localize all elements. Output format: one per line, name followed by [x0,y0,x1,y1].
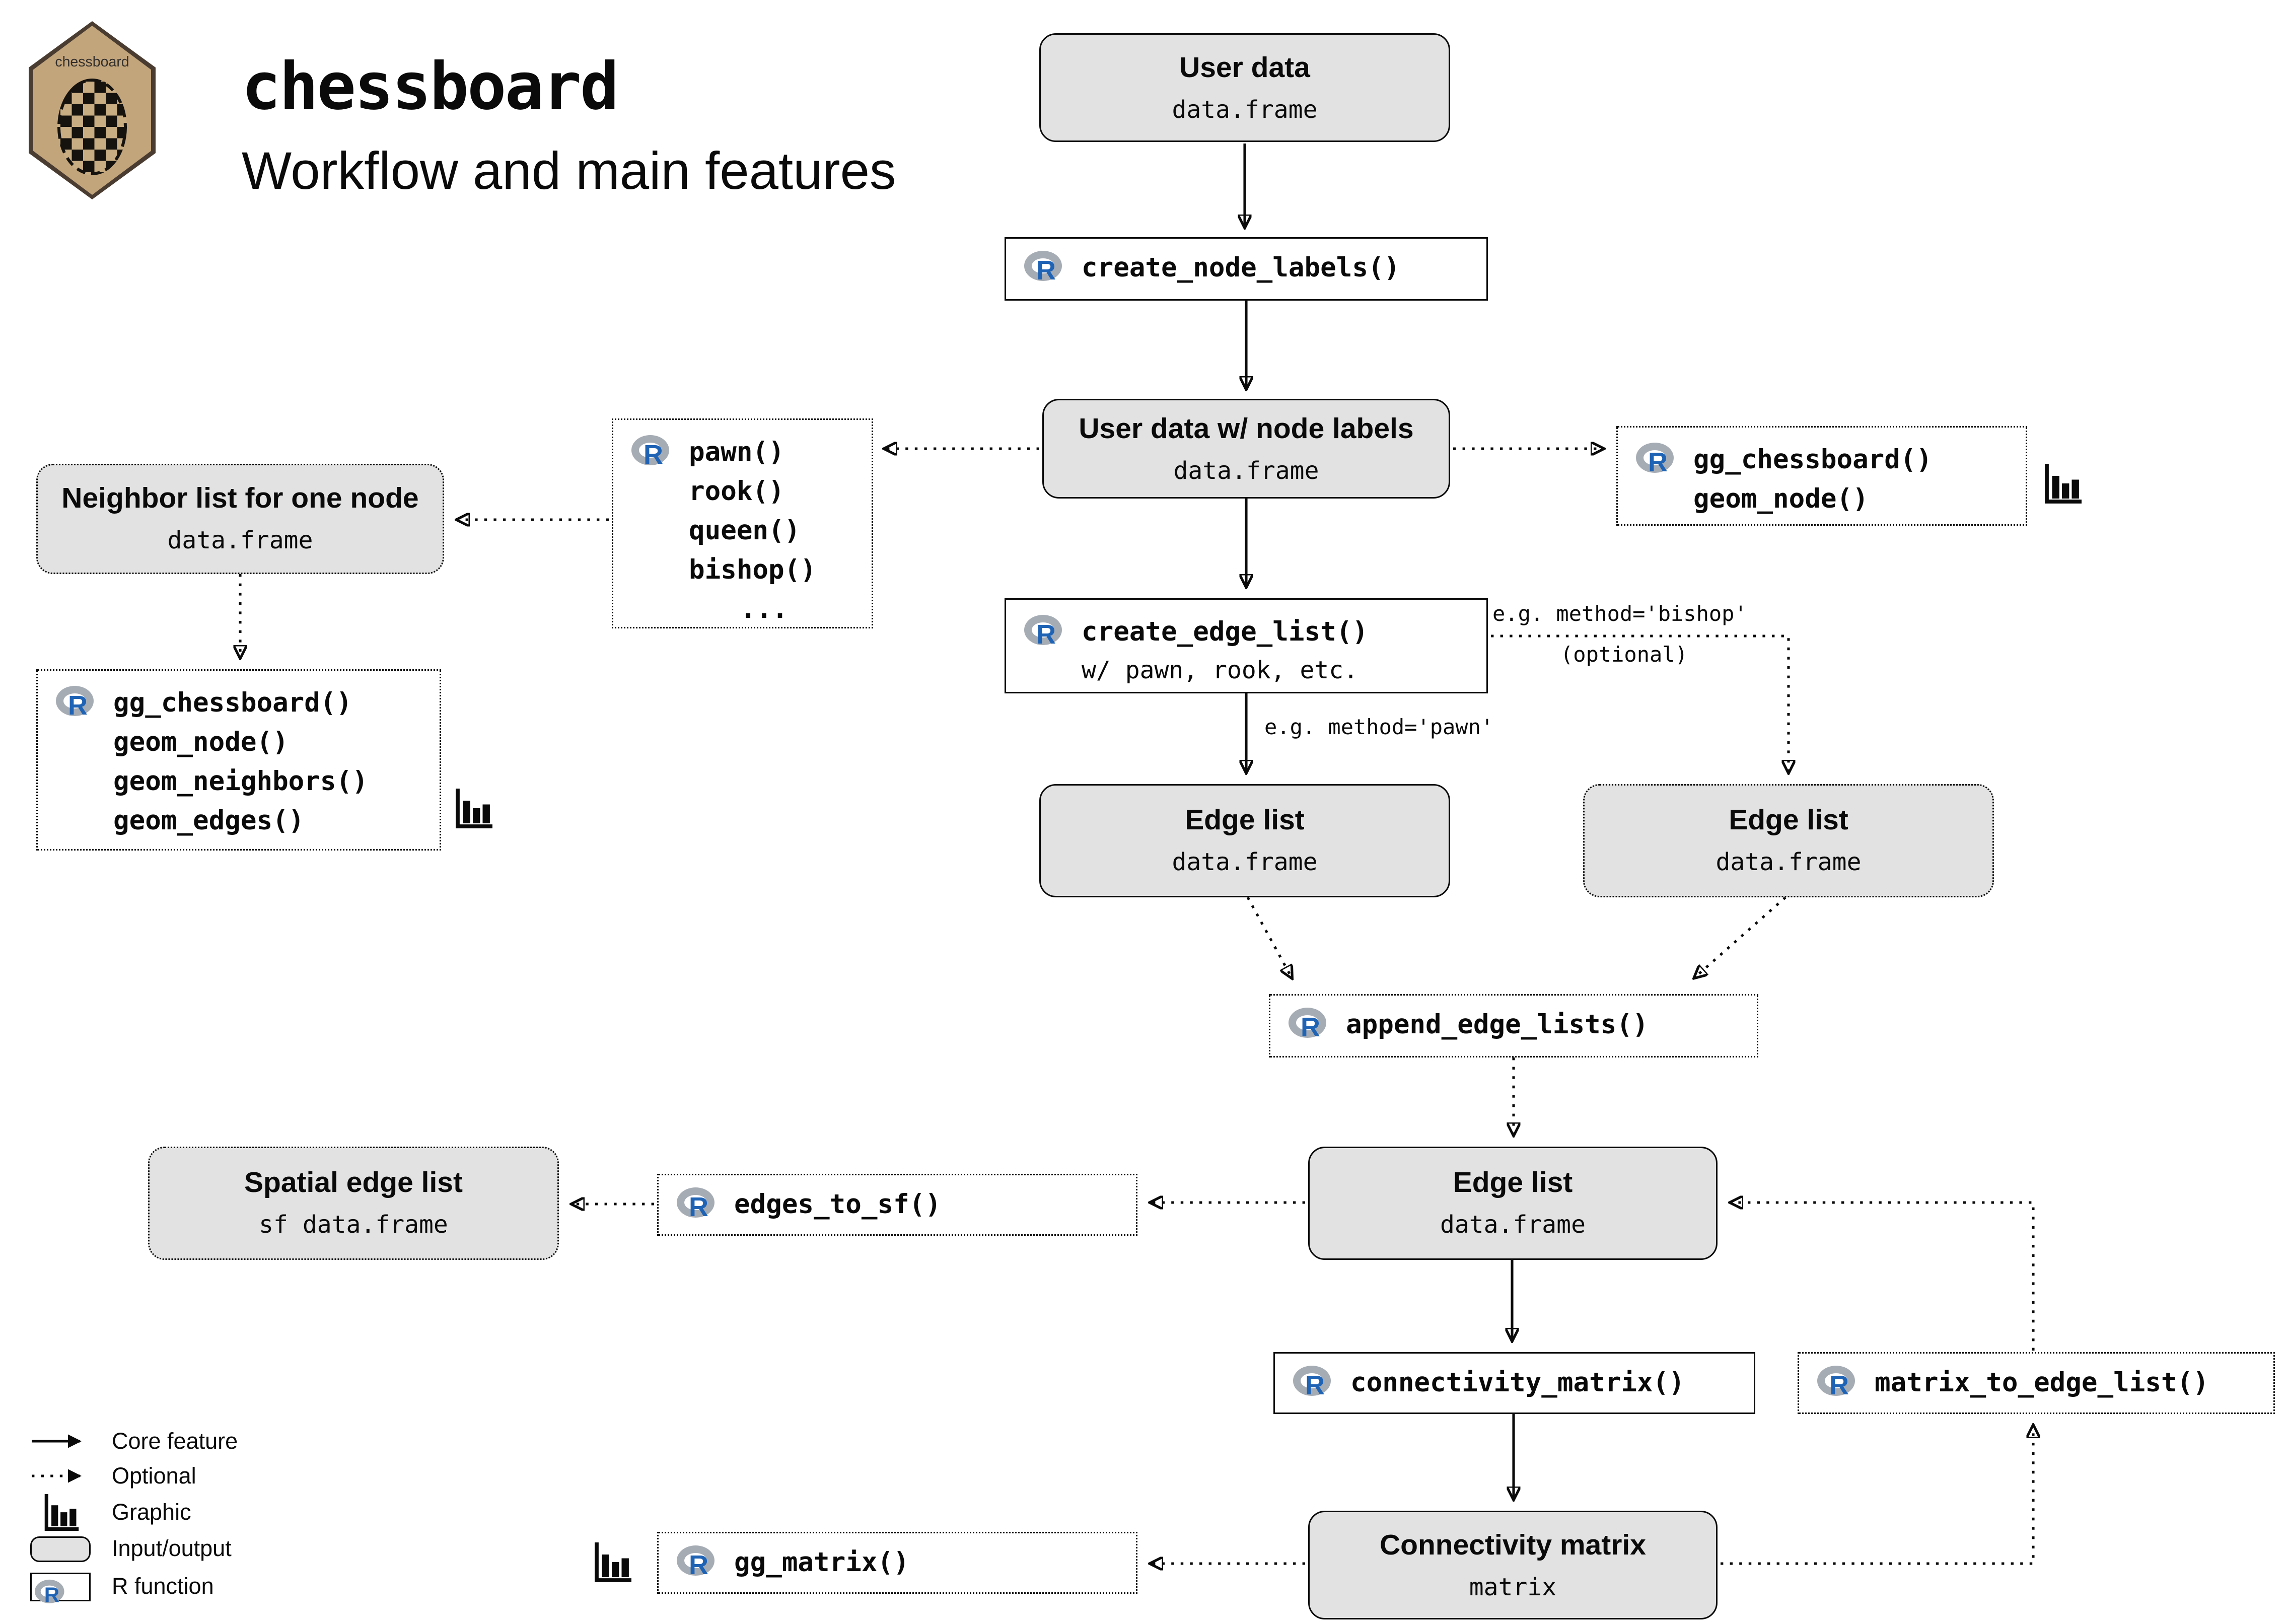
node-gg-matrix: R gg_matrix() [657,1532,1137,1594]
fn-matrix-to-edge-list-label: matrix_to_edge_list() [1875,1368,2209,1398]
node-neighbor-list-title: Neighbor list for one node [61,483,419,515]
legend-graphic-label: Graphic [112,1499,191,1525]
legend-graphic: Graphic [30,1491,191,1533]
node-edge-list: Edge list data.frame [1308,1147,1718,1260]
node-spatial-edge-list-type: sf data.frame [259,1210,448,1239]
page-title: chessboard [242,50,619,125]
r-logo-icon: R [677,1186,719,1223]
node-gg-chessboard-node: R gg_chessboard() geom_node() [1616,426,2027,526]
node-spatial-edge-list: Spatial edge list sf data.frame [148,1147,559,1260]
page-subtitle: Workflow and main features [242,142,896,201]
node-matrix-to-edge-list: R matrix_to_edge_list() [1798,1352,2275,1414]
r-logo-icon: R [1293,1365,1335,1401]
node-spatial-edge-list-title: Spatial edge list [244,1168,463,1199]
legend-input-output: Input/output [30,1535,232,1562]
input-output-swatch-icon [30,1535,91,1562]
node-edge-list-type: data.frame [1440,1210,1586,1239]
edge-label-optional: (optional) [1560,644,1688,668]
node-edge-list-bishop-title: Edge list [1729,805,1848,837]
fn-queen-label: queen() [689,517,801,547]
r-logo-icon: R [56,686,98,722]
node-user-data: User data data.frame [1039,33,1450,142]
node-user-data-type: data.frame [1172,94,1318,123]
edge-label-method-bishop: e.g. method='bishop' [1492,603,1747,627]
fn-gg-chessboard-label: gg_chessboard() [1693,446,1933,476]
r-logo-icon: R [1024,251,1066,287]
node-user-data-labeled-title: User data w/ node labels [1079,413,1414,445]
r-logo-icon: R [1024,615,1066,651]
graphic-icon [44,1493,78,1530]
fn-connectivity-matrix-label: connectivity_matrix() [1350,1368,1685,1398]
node-connectivity-matrix: Connectivity matrix matrix [1308,1511,1718,1619]
edge-matrixtoedgelist-to-edgelist [1731,1203,2035,1351]
node-user-data-labeled-type: data.frame [1173,455,1319,484]
r-function-swatch-icon: R [30,1572,91,1606]
edge-edgelist-bishop-to-append [1695,896,1786,977]
legend-optional: Optional [30,1462,196,1490]
node-edge-list-title: Edge list [1453,1168,1573,1199]
node-append-edge-lists: R append_edge_lists() [1269,994,1758,1057]
node-connectivity-matrix-title: Connectivity matrix [1379,1529,1646,1562]
node-create-edge-list: R create_edge_list() w/ pawn, rook, etc. [1005,598,1488,693]
legend-input-output-label: Input/output [112,1535,232,1562]
legend-optional-label: Optional [112,1463,196,1489]
edge-edgelist-pawn-to-append [1246,896,1292,977]
node-edge-list-pawn: Edge list data.frame [1039,784,1450,897]
chessboard-pattern-icon [57,79,127,175]
node-neighbor-list: Neighbor list for one node data.frame [36,464,444,574]
edge-label-method-pawn: e.g. method='pawn' [1264,716,1494,740]
fn-geom-neighbors-label: geom_neighbors() [113,767,368,798]
fn-create-edge-list-label: create_edge_list() [1082,618,1368,648]
fn-gg-chessboard2-label: gg_chessboard() [113,689,352,719]
fn-gg-matrix-label: gg_matrix() [734,1547,909,1578]
node-edge-list-bishop: Edge list data.frame [1583,784,1994,897]
legend-r-function-label: R function [112,1573,214,1599]
node-user-data-labeled: User data w/ node labels data.frame [1042,399,1450,499]
legend-core-feature-label: Core feature [112,1428,238,1454]
r-logo-icon: R [35,1579,68,1607]
node-edge-list-bishop-type: data.frame [1716,848,1862,876]
r-logo-icon: R [677,1544,719,1581]
fn-geom-node-label: geom_node() [1693,485,1869,515]
node-movement-functions: R pawn() rook() queen() bishop() ... [612,418,873,628]
node-gg-chessboard-full: R gg_chessboard() geom_node() geom_neigh… [36,669,441,851]
fn-pawn-label: pawn() [689,438,784,468]
node-user-data-title: User data [1179,52,1310,84]
node-edge-list-pawn-title: Edge list [1185,805,1305,837]
fn-append-edge-lists-label: append_edge_lists() [1346,1011,1649,1041]
node-edges-to-sf: R edges_to_sf() [657,1174,1137,1236]
node-neighbor-list-type: data.frame [167,526,313,554]
fn-rook-label: rook() [689,477,784,508]
solid-arrow-icon [32,1434,82,1448]
graphic-icon [595,1542,631,1582]
dotted-arrow-icon [32,1469,82,1483]
graphic-icon [2045,464,2082,504]
node-connectivity-matrix-fn: R connectivity_matrix() [1273,1352,1755,1414]
fn-edges-to-sf-label: edges_to_sf() [734,1189,941,1220]
node-edge-list-pawn-type: data.frame [1172,848,1318,876]
r-logo-icon: R [1289,1008,1331,1044]
graphic-icon [456,789,492,828]
fn-bishop-label: bishop() [689,556,816,586]
fn-geom-edges-label: geom_edges() [113,807,305,837]
r-logo-icon: R [631,435,674,471]
edge-matrix-to-matrixtoedgelist [1721,1426,2033,1565]
r-logo-icon: R [1817,1365,1860,1401]
legend-r-function: R R function [30,1571,214,1606]
node-connectivity-matrix-type: matrix [1469,1572,1557,1601]
r-logo-icon: R [1636,443,1678,479]
fn-create-edge-list-sublabel: w/ pawn, rook, etc. [1082,656,1359,684]
fn-geom-node2-label: geom_node() [113,728,289,758]
fn-ellipsis-label: ... [740,595,788,625]
hex-logo-text: chessboard [55,54,129,71]
fn-create-node-labels-label: create_node_labels() [1082,254,1400,284]
node-create-node-labels: R create_node_labels() [1005,237,1488,301]
legend-core-feature: Core feature [30,1428,238,1455]
